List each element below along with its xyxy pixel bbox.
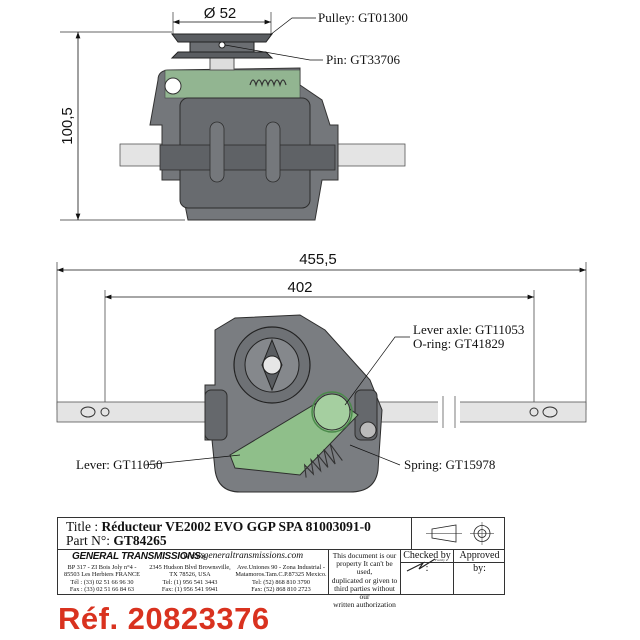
inner-length-dimension: 402 [287, 279, 312, 296]
lever-axle-label: Lever axle: GT11053 [413, 322, 524, 337]
address-mexico: Ave.Uniones 90 - Zona Industrial -Matamo… [235, 564, 327, 593]
front-view: 455,5 402 Lever axle: GT11053 O-ring: GT [56, 251, 587, 493]
svg-text:Freddy: Freddy [435, 558, 445, 562]
reference-number: Réf. 20823376 [58, 601, 270, 636]
pin-label: Pin: GT33706 [326, 52, 401, 67]
top-view: 100,5 Ø 52 Pulley: GT01300 Pin: GT33706 [59, 5, 408, 221]
pulley [170, 51, 274, 59]
lever-axle [313, 393, 351, 431]
website-link[interactable]: www.generaltransmissions.com [183, 551, 304, 561]
checked-by-cell: Checked by : Freddy [400, 549, 453, 595]
o-ring [311, 391, 353, 433]
title-block: Title : Réducteur VE2002 EVO GGP SPA 810… [57, 517, 505, 609]
height-dimension: 100,5 [59, 107, 76, 145]
address-usa: 2345 Hudson Blvd Brownsville,TX 78526, U… [149, 564, 231, 593]
approved-by-cell: Approved by: [453, 549, 505, 595]
overall-length-dimension: 455,5 [299, 251, 337, 268]
spring [249, 79, 287, 88]
diameter-dimension: Ø 52 [204, 5, 237, 22]
address-france: BP 317 - ZI Bois Joly n°4 -85503 Les Her… [63, 564, 141, 593]
projection-symbol-icon [411, 518, 504, 549]
part-number: GT84265 [113, 533, 167, 548]
spring-label: Spring: GT15978 [404, 457, 495, 472]
lever-label: Lever: GT11050 [76, 457, 163, 472]
drawing-title: Title : Réducteur VE2002 EVO GGP SPA 810… [66, 519, 371, 548]
company-logo: GENERAL TRANSMISSIONS® [72, 551, 206, 562]
spring [303, 443, 343, 478]
pulley-label: Pulley: GT01300 [318, 10, 408, 25]
signature: Freddy [406, 558, 445, 572]
o-ring-label: O-ring: GT41829 [413, 336, 504, 351]
